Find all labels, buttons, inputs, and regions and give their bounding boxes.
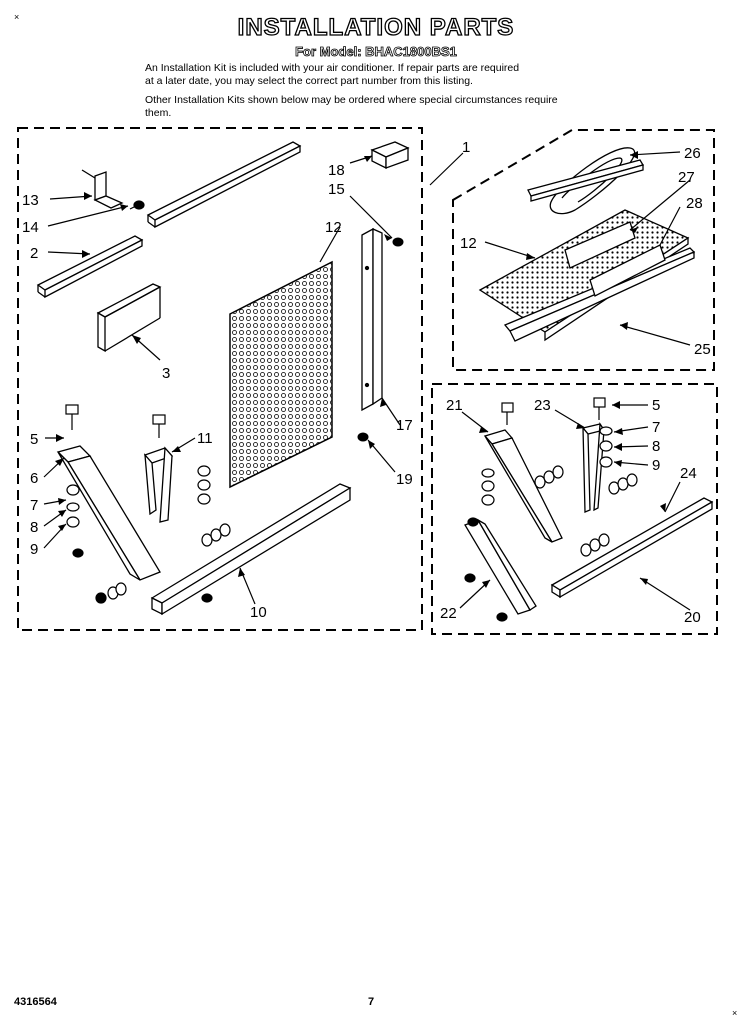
callout-1: 1 [462,139,470,156]
callout-25: 25 [694,341,711,358]
corner-mark-bottom: × [732,1008,738,1018]
part-21-leg [483,429,563,543]
part-13-bracket [81,169,124,209]
callout-11: 11 [197,430,213,447]
callout-23: 23 [534,397,551,414]
callout-10: 10 [250,604,267,621]
part-14-screw [129,200,145,210]
intro-line: An Installation Kit is included with you… [145,62,520,74]
part-11-bracket [143,446,174,523]
part-23-bracket [581,422,606,513]
intro-paragraph-2: Other Installation Kits shown below may … [145,94,635,120]
part-26-gasket [527,147,644,215]
callout-20: 20 [684,609,701,626]
callout-14: 14 [22,219,39,236]
callout-12-kit: 12 [460,235,477,252]
page-number: 7 [368,996,375,1008]
corner-mark-top: × [14,12,20,22]
callout-6: 6 [30,470,38,487]
callout-2: 2 [30,245,38,262]
callout-9-kit: 9 [652,457,660,474]
part-3-seal [96,283,162,353]
kit-25-border [452,129,715,371]
callout-22: 22 [440,605,457,622]
leader-arrows [55,151,666,588]
callout-5-kit: 5 [652,397,660,414]
callout-8-kit: 8 [652,438,660,455]
callout-7: 7 [30,497,38,514]
part-12-tray [478,209,696,342]
part-5-bolt [65,404,79,430]
part-23-bolt [593,397,606,420]
callout-27: 27 [678,169,695,186]
left-hardware [66,465,231,604]
part-24-rail [550,497,714,599]
part-2-rail [36,235,144,299]
part-15-screw [392,237,404,247]
callout-13: 13 [22,192,39,209]
callout-18: 18 [328,162,345,179]
kit-20-border [431,383,718,635]
top-rail [146,141,302,229]
part-18-block [370,141,410,170]
part-10-rail [150,483,352,616]
callout-12: 12 [325,219,342,236]
part-6-leg [56,445,161,581]
intro-line: Other Installation Kits shown below may … [145,94,558,106]
document-number: 4316564 [14,996,57,1008]
part-21-bolt [501,402,514,425]
intro-line: at a later date, you may select the corr… [145,75,473,87]
kit-1-border [17,127,423,631]
page-title: INSTALLATION PARTS [237,13,515,41]
callout-15: 15 [328,181,345,198]
part-22-leg [464,518,537,615]
intro-line: them. [145,107,172,119]
callout-3: 3 [162,365,170,382]
callout-7-kit: 7 [652,419,660,436]
callout-28: 28 [686,195,703,212]
callout-26: 26 [684,145,701,162]
part-19-screw [357,432,369,442]
callout-17: 17 [396,417,413,434]
part-12-panel [229,260,333,489]
callout-8: 8 [30,519,38,536]
callout-21: 21 [446,397,463,414]
model-line: For Model: BHAC1800BS1 [295,44,458,60]
callout-5: 5 [30,431,38,448]
callout-9: 9 [30,541,38,558]
callout-19: 19 [396,471,413,488]
callout-24: 24 [680,465,697,482]
part-11-bolt [152,414,166,438]
intro-paragraph-1: An Installation Kit is included with you… [145,62,635,88]
right-hardware [464,426,638,622]
part-17-channel [361,227,383,412]
